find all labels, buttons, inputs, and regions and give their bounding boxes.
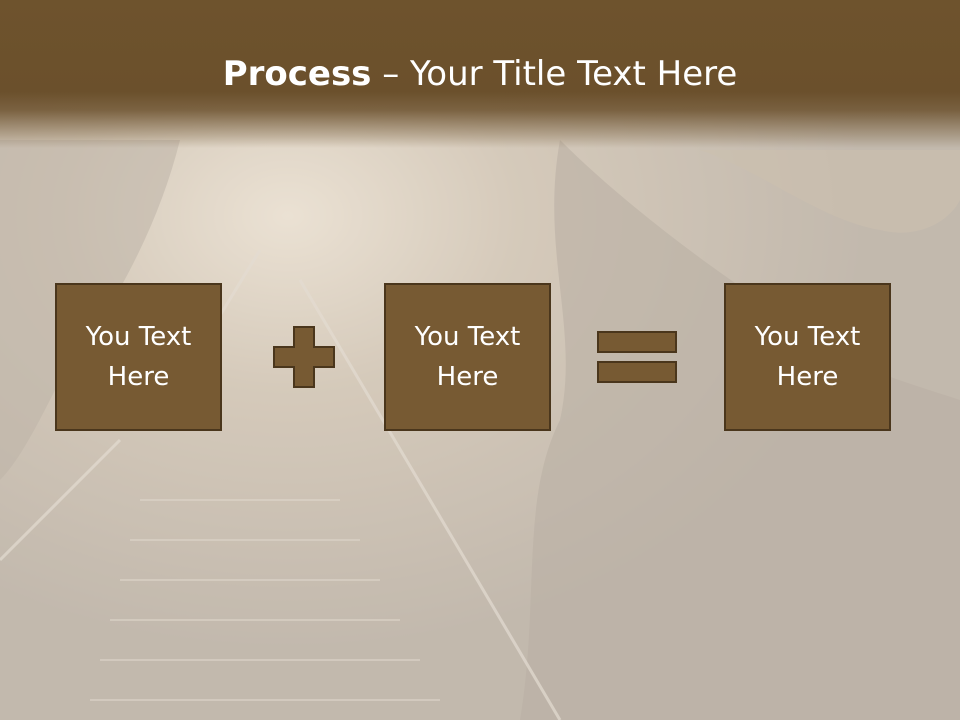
process-box-3-line2: Here xyxy=(776,362,839,392)
title-bold: Process xyxy=(222,54,372,94)
process-box-2-line1: You Text xyxy=(414,322,521,352)
title-rest: – Your Title Text Here xyxy=(371,54,738,94)
process-box-2[interactable]: You Text Here xyxy=(384,283,551,431)
process-box-3-line1: You Text xyxy=(754,322,861,352)
slide-title[interactable]: Process – Your Title Text Here xyxy=(0,52,960,96)
process-box-1[interactable]: You Text Here xyxy=(55,283,222,431)
process-box-1-line1: You Text xyxy=(85,322,192,352)
process-box-1-line2: Here xyxy=(107,362,170,392)
process-box-2-line2: Here xyxy=(436,362,499,392)
equals-icon xyxy=(597,331,677,383)
process-box-3-text: You Text Here xyxy=(738,317,878,397)
process-box-2-text: You Text Here xyxy=(398,317,538,397)
process-box-3[interactable]: You Text Here xyxy=(724,283,891,431)
process-box-1-text: You Text Here xyxy=(69,317,209,397)
title-bar xyxy=(0,0,960,148)
plus-icon xyxy=(273,326,335,388)
